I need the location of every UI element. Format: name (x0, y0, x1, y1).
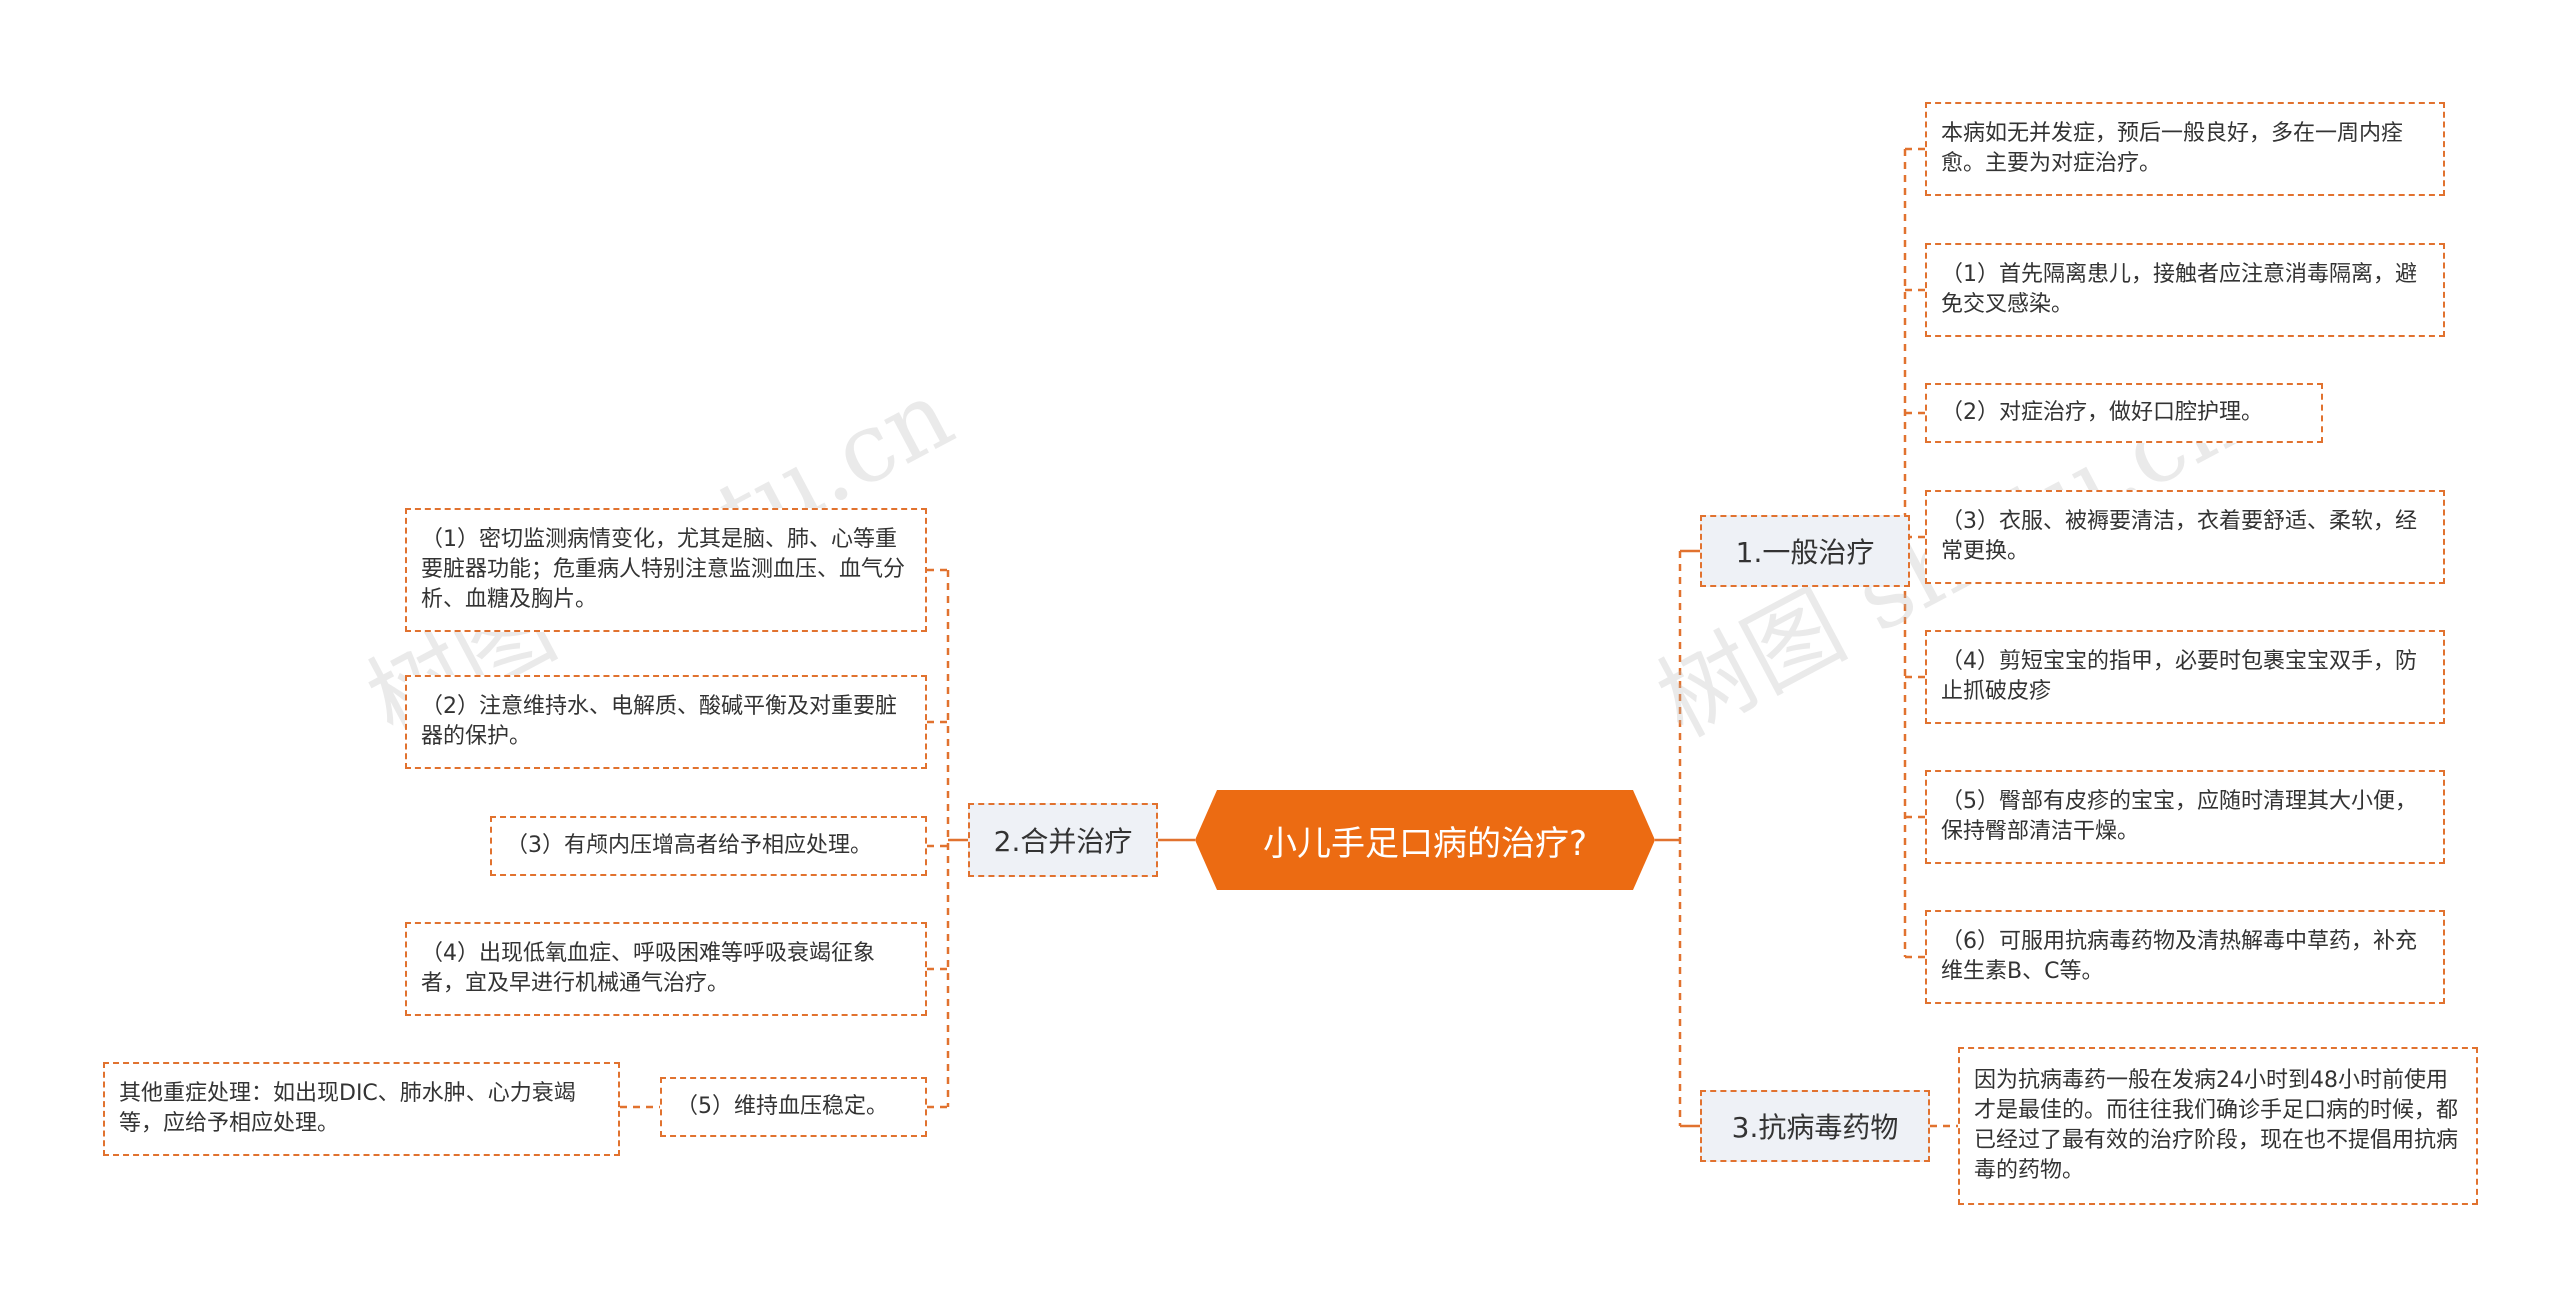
general-item-5[interactable]: （5）臀部有皮疹的宝宝，应随时清理其大小便，保持臀部清洁干燥。 (1925, 770, 2445, 864)
combined-item-3[interactable]: （4）出现低氧血症、呼吸困难等呼吸衰竭征象者，宜及早进行机械通气治疗。 (405, 922, 927, 1016)
general-item-3[interactable]: （3）衣服、被褥要清洁，衣着要舒适、柔软，经常更换。 (1925, 490, 2445, 584)
antiviral-item-0[interactable]: 因为抗病毒药一般在发病24小时到48小时前使用才是最佳的。而往往我们确诊手足口病… (1958, 1047, 2478, 1205)
branch-general-treatment[interactable]: 1.一般治疗 (1700, 515, 1910, 587)
general-item-6[interactable]: （6）可服用抗病毒药物及清热解毒中草药，补充维生素B、C等。 (1925, 910, 2445, 1004)
combined-item-2[interactable]: （3）有颅内压增高者给予相应处理。 (490, 816, 927, 876)
combined-item-0[interactable]: （1）密切监测病情变化，尤其是脑、肺、心等重要脏器功能；危重病人特别注意监测血压… (405, 508, 927, 632)
general-item-0[interactable]: 本病如无并发症，预后一般良好，多在一周内痊愈。主要为对症治疗。 (1925, 102, 2445, 196)
root-node[interactable]: 小儿手足口病的治疗? (1195, 790, 1655, 890)
combined-sub-item-0[interactable]: 其他重症处理：如出现DIC、肺水肿、心力衰竭等，应给予相应处理。 (103, 1062, 620, 1156)
general-item-4[interactable]: （4）剪短宝宝的指甲，必要时包裹宝宝双手，防止抓破皮疹 (1925, 630, 2445, 724)
branch-label: 1.一般治疗 (1735, 536, 1875, 569)
combined-item-1[interactable]: （2）注意维持水、电解质、酸碱平衡及对重要脏器的保护。 (405, 675, 927, 769)
branch-label: 3.抗病毒药物 (1731, 1111, 1899, 1144)
general-item-2[interactable]: （2）对症治疗，做好口腔护理。 (1925, 383, 2323, 443)
combined-item-4[interactable]: （5）维持血压稳定。 (660, 1077, 927, 1137)
general-item-1[interactable]: （1）首先隔离患儿，接触者应注意消毒隔离，避免交叉感染。 (1925, 243, 2445, 337)
branch-label: 2.合并治疗 (993, 825, 1133, 858)
branch-antiviral[interactable]: 3.抗病毒药物 (1700, 1090, 1930, 1162)
root-label: 小儿手足口病的治疗? (1262, 823, 1588, 864)
branch-combined-treatment[interactable]: 2.合并治疗 (968, 803, 1158, 877)
